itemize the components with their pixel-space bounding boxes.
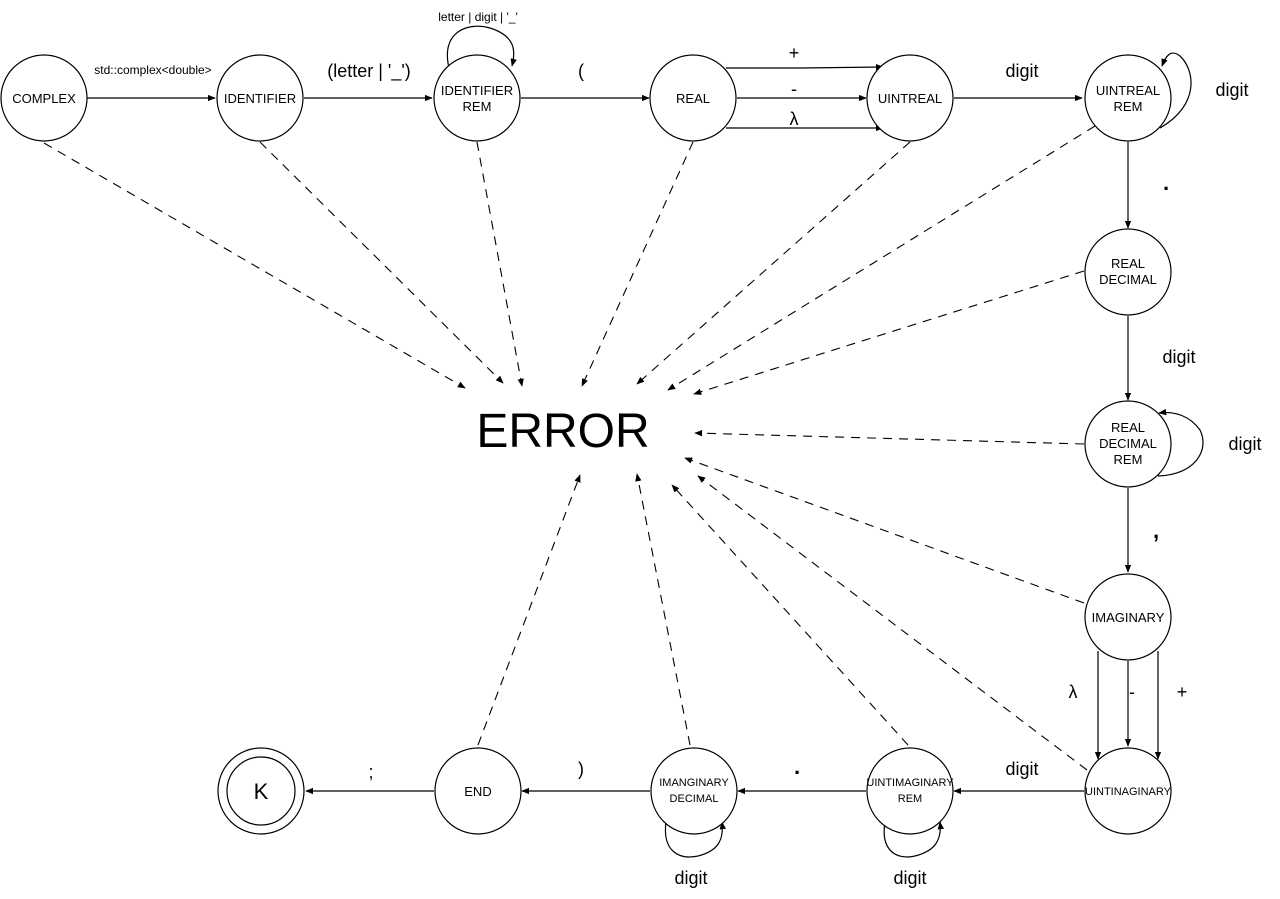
state-imanginary-decimal-circle: [650, 747, 738, 835]
state-uintreal-rem-line2: REM: [1114, 99, 1143, 114]
state-identifier-circle: [216, 54, 304, 142]
state-imanginary-decimal: IMANGINARY DECIMAL: [650, 747, 738, 835]
label-open-paren: (: [578, 61, 584, 81]
edge-end-error: [477, 474, 581, 746]
state-uintreal-rem: UINTREAL REM: [1084, 54, 1172, 142]
state-uintimaginary-rem-line1: UINTIMAGINARY: [866, 777, 954, 789]
state-imanginary-decimal-line1: IMANGINARY: [659, 777, 729, 789]
state-uintimaginary-rem-circle: [866, 747, 954, 835]
state-real-decimal-line2: DECIMAL: [1099, 272, 1157, 287]
state-real-label: REAL: [676, 91, 710, 106]
state-end-circle: [434, 747, 522, 835]
state-identifier-label: IDENTIFIER: [224, 91, 296, 106]
error-state: ERROR: [476, 405, 649, 458]
label-real-dot: .: [1163, 170, 1169, 195]
label-real-minus: -: [791, 79, 797, 99]
edge-uintimaginary-rem-loop: [883, 821, 944, 858]
edge-real-decimal-rem-loop: [1157, 408, 1204, 477]
state-uintreal-circle: [866, 54, 954, 142]
state-complex-label: COMPLEX: [12, 91, 76, 106]
state-identifier: IDENTIFIER: [216, 54, 304, 142]
state-uintimaginary-rem: UINTIMAGINARY REM: [866, 747, 954, 835]
edge-identifier-rem-error: [476, 141, 524, 387]
label-uintimaginary-rem-loop: digit: [893, 868, 926, 888]
label-uintreal-rem-loop: digit: [1215, 80, 1248, 100]
error-box: [468, 400, 658, 458]
state-end-label: END: [464, 784, 491, 799]
state-uintimaginary-rem-line2: REM: [898, 793, 922, 805]
label-imaginary-dot: .: [794, 754, 800, 779]
state-real-decimal-rem-line1: REAL: [1111, 420, 1145, 435]
state-final-inner-circle: [226, 756, 296, 826]
edge-real-error: [581, 141, 694, 387]
label-letter-underscore: (letter | '_'): [327, 61, 411, 82]
edge-identifier-rem-loop: [446, 25, 517, 69]
state-uintinaginary-label: UINTINAGINARY: [1085, 786, 1172, 798]
state-uintinaginary: UINTINAGINARY: [1084, 747, 1172, 835]
state-imaginary-label: IMAGINARY: [1092, 610, 1165, 625]
label-std-complex: std::complex<double>: [94, 63, 211, 77]
state-identifier-rem: IDENTIFIER REM: [433, 54, 521, 142]
state-real-decimal-circle: [1084, 228, 1172, 316]
state-real-circle: [649, 54, 737, 142]
edge-uintreal-error: [636, 141, 911, 385]
edge-imanginary-decimal-loop: [664, 821, 726, 858]
label-real-plus: +: [789, 43, 800, 63]
state-uintreal-rem-circle: [1084, 54, 1172, 142]
state-uintreal-rem-line1: UINTREAL: [1096, 83, 1160, 98]
state-uintreal: UINTREAL: [866, 54, 954, 142]
state-complex: COMPLEX: [0, 54, 88, 142]
label-imaginary-lambda: λ: [1069, 682, 1078, 702]
state-final-label: K: [254, 779, 269, 804]
edge-imanginary-decimal-error: [635, 473, 691, 746]
label-imaginary-plus: +: [1177, 682, 1188, 702]
state-uintinaginary-circle: [1084, 747, 1172, 835]
state-real-decimal-rem-circle: [1084, 400, 1172, 488]
edge-uintreal-rem-error: [667, 125, 1096, 391]
state-real-decimal-rem-line2: DECIMAL: [1099, 436, 1157, 451]
error-edges: [43, 125, 1096, 771]
edge-real-decimal-error: [693, 270, 1085, 395]
label-real-decimal-rem-loop: digit: [1228, 434, 1261, 454]
state-imaginary-circle: [1084, 573, 1172, 661]
edge-uintinaginary-error: [697, 475, 1088, 771]
label-imanginary-decimal-loop: digit: [674, 868, 707, 888]
label-comma: ,: [1153, 518, 1159, 543]
label-semicolon: ;: [368, 762, 373, 782]
edge-complex-error: [43, 142, 466, 389]
state-imanginary-decimal-line2: DECIMAL: [670, 793, 719, 805]
label-uintinaginary-digit: digit: [1005, 759, 1038, 779]
edge-identifier-error: [259, 141, 504, 384]
state-identifier-rem-line2: REM: [463, 99, 492, 114]
edge-imaginary-error: [684, 457, 1085, 604]
state-uintreal-label: UINTREAL: [878, 91, 942, 106]
transition-labels: std::complex<double> (letter | '_') lett…: [94, 10, 1261, 888]
edge-real-uintreal-plus: [726, 63, 884, 71]
state-end: END: [434, 747, 522, 835]
state-real-decimal-rem: REAL DECIMAL REM: [1084, 400, 1172, 488]
edge-real-decimal-rem-error: [694, 430, 1085, 445]
state-identifier-rem-line1: IDENTIFIER: [441, 83, 513, 98]
state-real: REAL: [649, 54, 737, 142]
label-uintreal-digit: digit: [1005, 61, 1038, 81]
state-complex-circle: [0, 54, 88, 142]
label-imaginary-minus: -: [1129, 682, 1135, 702]
label-identifier-loop: letter | digit | '_': [438, 10, 518, 24]
label-real-lambda: λ: [790, 109, 799, 129]
label-real-decimal-digit: digit: [1162, 347, 1195, 367]
transitions: [87, 25, 1204, 858]
label-close-paren: ): [578, 759, 584, 779]
state-final-k: K: [217, 747, 305, 835]
edge-uintreal-rem-loop: [1159, 52, 1192, 129]
state-imaginary: IMAGINARY: [1084, 573, 1172, 661]
state-real-decimal: REAL DECIMAL: [1084, 228, 1172, 316]
edge-uintimaginary-rem-error: [671, 484, 909, 746]
state-real-decimal-rem-line3: REM: [1114, 452, 1143, 467]
state-real-decimal-line1: REAL: [1111, 256, 1145, 271]
state-identifier-rem-circle: [433, 54, 521, 142]
